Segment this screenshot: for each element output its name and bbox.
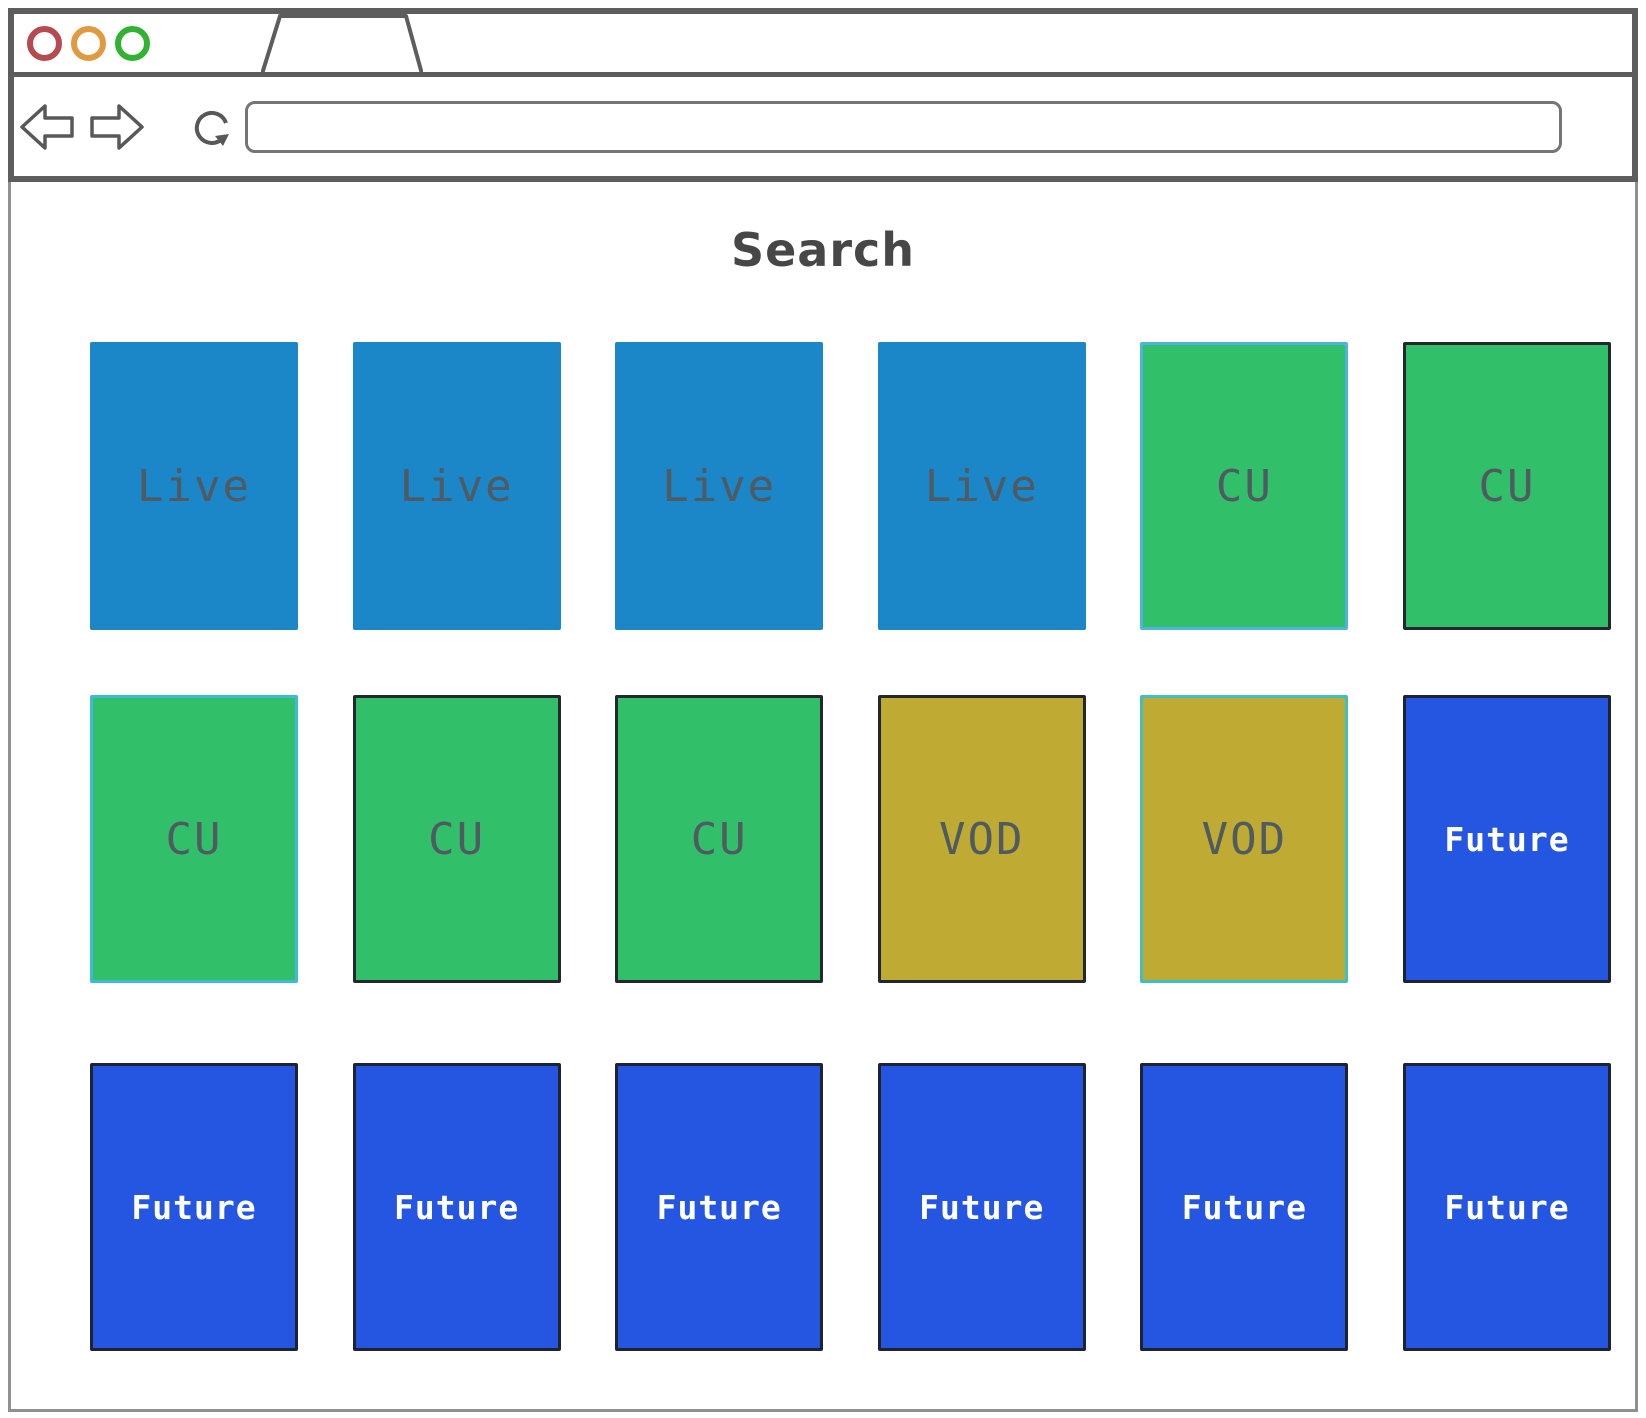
card-future[interactable]: Future: [352, 1063, 561, 1351]
card-live[interactable]: Live: [615, 342, 824, 630]
card-future[interactable]: Future: [615, 1063, 824, 1351]
card-label: Live: [924, 460, 1039, 512]
card-label: Future: [131, 1187, 257, 1227]
card-row: CU CU CU VOD VOD Future: [11, 695, 1635, 983]
card-cu[interactable]: CU: [1140, 342, 1349, 630]
page-title: Search: [730, 223, 916, 277]
card-row: Future Future Future Future Future Future: [11, 1063, 1635, 1351]
traffic-light-minimize[interactable]: [71, 25, 106, 61]
card-cu[interactable]: CU: [352, 695, 561, 983]
card-future[interactable]: Future: [1140, 1063, 1349, 1351]
card-cu[interactable]: CU: [615, 695, 824, 983]
card-label: CU: [1215, 460, 1273, 512]
url-bar[interactable]: [245, 101, 1562, 153]
traffic-light-close[interactable]: [27, 25, 62, 61]
card-label: Future: [919, 1187, 1045, 1227]
card-cu[interactable]: CU: [1402, 342, 1611, 630]
card-row: Live Live Live Live CU CU: [11, 342, 1635, 630]
back-arrow-icon[interactable]: [20, 103, 74, 151]
card-label: VOD: [1201, 813, 1288, 865]
card-vod[interactable]: VOD: [1140, 695, 1349, 983]
reload-icon[interactable]: [188, 99, 234, 155]
card-future[interactable]: Future: [877, 1063, 1086, 1351]
card-label: CU: [428, 813, 486, 865]
card-label: Future: [1444, 1187, 1570, 1227]
card-cu[interactable]: CU: [90, 695, 298, 983]
card-future[interactable]: Future: [90, 1063, 298, 1351]
card-label: Future: [1181, 1187, 1307, 1227]
card-label: Future: [393, 1187, 520, 1227]
card-label: CU: [690, 813, 748, 865]
card-label: Live: [662, 460, 777, 512]
card-live[interactable]: Live: [352, 342, 561, 630]
card-future[interactable]: Future: [1402, 695, 1611, 983]
browser-toolbar: [14, 77, 1632, 177]
card-label: CU: [165, 813, 223, 865]
browser-window: [8, 8, 1638, 182]
browser-tab[interactable]: [261, 14, 423, 74]
card-label: Future: [1444, 819, 1570, 859]
traffic-light-zoom[interactable]: [115, 25, 150, 61]
card-label: Live: [137, 460, 251, 512]
card-future[interactable]: Future: [1402, 1063, 1611, 1351]
card-label: VOD: [939, 813, 1025, 865]
card-live[interactable]: Live: [877, 342, 1086, 630]
card-label: CU: [1478, 460, 1536, 512]
card-live[interactable]: Live: [90, 342, 298, 630]
forward-arrow-icon[interactable]: [90, 103, 144, 151]
card-label: Future: [656, 1187, 782, 1227]
card-vod[interactable]: VOD: [877, 695, 1086, 983]
browser-titlebar: [14, 14, 1632, 77]
card-label: Live: [399, 460, 514, 512]
